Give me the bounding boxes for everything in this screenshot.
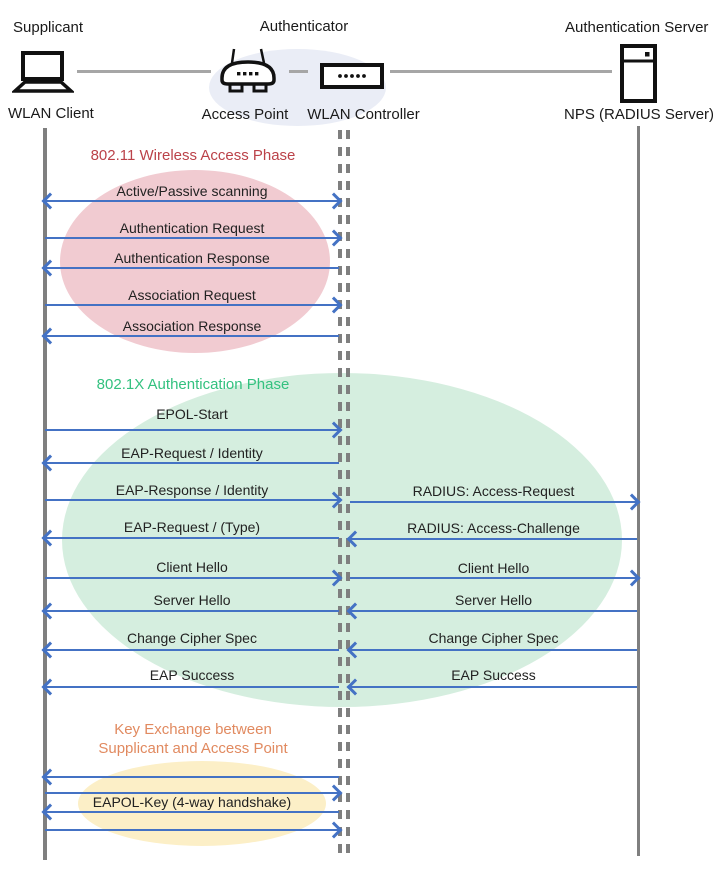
message-label: RADIUS: Access-Request: [412, 483, 575, 499]
message-label: Server Hello: [454, 592, 533, 608]
message-label: RADIUS: Access-Challenge: [407, 520, 580, 536]
message-label: Association Response: [122, 318, 262, 334]
key-exchange-arrow: [41, 803, 339, 821]
phase3-ellipse: [78, 761, 326, 846]
message-label: Authentication Response: [114, 250, 270, 266]
node-label-wlan-client: WLAN Client: [8, 105, 94, 122]
message-label: Client Hello: [156, 559, 228, 575]
message-arrow: [45, 229, 343, 247]
role-authentication-server: Authentication Server: [565, 19, 709, 36]
phase3-title: Key Exchange between Supplicant and Acce…: [45, 720, 341, 758]
lifeline-nps: [637, 126, 640, 856]
message-label: EAP Success: [451, 667, 536, 683]
message-arrow: [346, 602, 637, 620]
message-arrow: [41, 678, 339, 696]
message-label: Client Hello: [457, 560, 530, 576]
laptop-icon: [12, 50, 74, 95]
key-exchange-label: EAPOL-Key (4-way handshake): [92, 794, 292, 810]
message-arrow: [45, 569, 343, 587]
message-arrow: [41, 602, 339, 620]
message-label: Change Cipher Spec: [127, 630, 257, 646]
message-arrow: [41, 259, 339, 277]
message-arrow: [45, 491, 343, 509]
phase3-title-line2: Supplicant and Access Point: [98, 740, 288, 757]
message-label: EAP-Request / Identity: [121, 445, 263, 461]
node-label-nps: NPS (RADIUS Server): [564, 106, 713, 123]
phase2-title: 802.1X Authentication Phase: [96, 376, 290, 393]
message-arrow: [41, 529, 339, 547]
message-arrow: [45, 421, 343, 439]
message-label: Active/Passive scanning: [116, 183, 268, 199]
message-label: EAP-Response / Identity: [115, 482, 269, 498]
link-controller-server: [390, 70, 612, 73]
lifeline-controller-dashed-1: [338, 130, 342, 854]
message-arrow: [350, 569, 641, 587]
message-arrow: [346, 678, 637, 696]
access-point-icon: [217, 47, 279, 96]
message-arrow: [346, 530, 637, 548]
link-ap-controller: [289, 70, 308, 73]
link-client-ap: [77, 70, 211, 73]
node-label-wlan-controller: WLAN Controller: [307, 106, 420, 123]
message-label: EAP-Request / (Type): [123, 519, 261, 535]
key-exchange-arrow: [41, 768, 339, 786]
lifeline-controller-dashed-2: [346, 130, 350, 854]
message-arrow: [41, 192, 343, 210]
key-exchange-arrow: [45, 821, 343, 839]
message-label: Authentication Request: [119, 220, 265, 236]
message-arrow: [45, 296, 343, 314]
phase1-title: 802.11 Wireless Access Phase: [90, 147, 296, 164]
role-authenticator: Authenticator: [259, 18, 349, 35]
server-icon: [620, 44, 658, 103]
message-arrow: [41, 454, 339, 472]
node-label-access-point: Access Point: [201, 106, 289, 123]
message-label: Change Cipher Spec: [428, 630, 559, 646]
phase2-ellipse: [62, 373, 622, 707]
message-label: Server Hello: [153, 592, 231, 608]
message-arrow: [350, 493, 641, 511]
role-supplicant: Supplicant: [13, 19, 84, 36]
message-label: EPOL-Start: [156, 406, 228, 422]
message-arrow: [346, 641, 637, 659]
message-arrow: [41, 327, 339, 345]
message-arrow: [41, 641, 339, 659]
wlan-controller-icon: [320, 63, 384, 89]
message-label: EAP Success: [149, 667, 235, 683]
lifeline-wlan-client: [43, 128, 47, 860]
message-label: Association Request: [128, 287, 256, 303]
phase3-title-line1: Key Exchange between: [114, 721, 272, 738]
key-exchange-arrow: [45, 784, 343, 802]
